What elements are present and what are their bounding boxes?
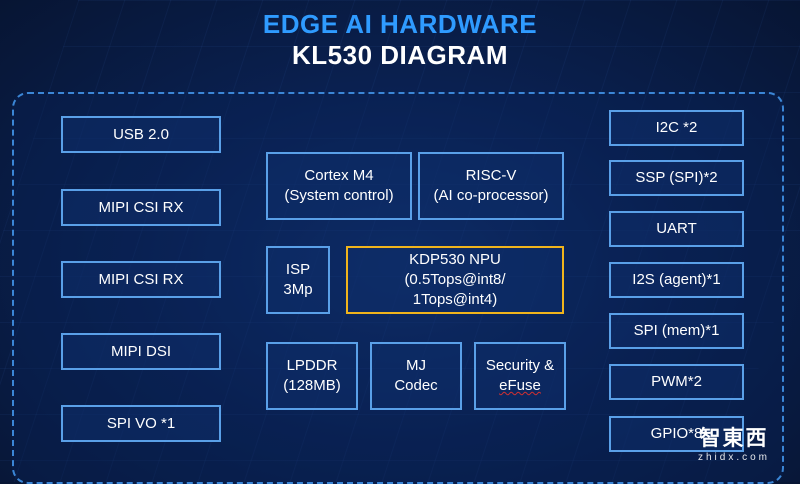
security-efuse-block: Security & eFuse [474,342,566,410]
page-title: EDGE AI HARDWARE [262,9,538,39]
cortex-m4-subtitle: (System control) [284,187,394,204]
watermark-logo: 智東西 zhidx.com [674,426,794,476]
uart-label: UART [656,220,697,237]
risc-v-subtitle: (AI co-processor) [433,187,549,204]
gpio-block: GPIO*8 [609,416,744,452]
pwm-label: PWM*2 [651,373,702,390]
spi-mem-block: SPI (mem)*1 [609,313,744,349]
i2s-agent-label: I2S (agent)*1 [632,271,721,288]
spi-vo-label: SPI VO *1 [106,414,176,432]
cortex-m4-title: Cortex M4 [304,167,374,184]
mipi-csi-rx-label-2: MIPI CSI RX [98,270,184,288]
risc-v-block: RISC-V (AI co-processor) [418,152,564,220]
mipi-csi-rx-label-1: MIPI CSI RX [98,198,184,216]
uart-block: UART [609,211,744,247]
usb-label: USB 2.0 [113,125,169,143]
mipi-csi-rx-block-2: MIPI CSI RX [61,261,221,298]
cortex-m4-block: Cortex M4 (System control) [266,152,412,220]
spi-mem-label: SPI (mem)*1 [633,322,720,339]
kdp530-npu-block: KDP530 NPU (0.5Tops@int8/ 1Tops@int4) [346,246,564,314]
lpddr-block: LPDDR (128MB) [266,342,358,410]
pwm-block: PWM*2 [609,364,744,400]
mipi-dsi-label: MIPI DSI [110,342,171,360]
efuse-label: eFuse [499,377,541,394]
security-title: Security & [485,357,555,374]
ssp-spi-label: SSP (SPI)*2 [635,169,718,186]
i2c-block: I2C *2 [609,110,744,146]
npu-title: KDP530 NPU [409,251,501,268]
watermark-cn: 智東西 [699,427,769,450]
watermark-url: zhidx.com [697,452,770,463]
isp-title: ISP [285,261,311,278]
spi-vo-block: SPI VO *1 [61,405,221,442]
ssp-spi-block: SSP (SPI)*2 [609,160,744,196]
mipi-csi-rx-block-1: MIPI CSI RX [61,189,221,226]
risc-v-title: RISC-V [465,167,517,184]
usb-block: USB 2.0 [61,116,221,153]
i2s-agent-block: I2S (agent)*1 [609,262,744,298]
lpddr-title: LPDDR [286,357,338,374]
mipi-dsi-block: MIPI DSI [61,333,221,370]
mj-codec-subtitle: Codec [394,377,438,394]
npu-spec-line-2: 1Tops@int4) [412,291,498,308]
npu-spec-line-1: (0.5Tops@int8/ [404,271,506,288]
mj-codec-title: MJ [406,357,426,374]
isp-subtitle: 3Mp [283,281,313,298]
mj-codec-block: MJ Codec [370,342,462,410]
i2c-label: I2C *2 [655,119,698,136]
gpio-label: GPIO*8 [650,425,703,442]
lpddr-subtitle: (128MB) [283,377,341,394]
isp-block: ISP 3Mp [266,246,330,314]
page-subtitle: KL530 DIAGRAM [292,40,508,70]
